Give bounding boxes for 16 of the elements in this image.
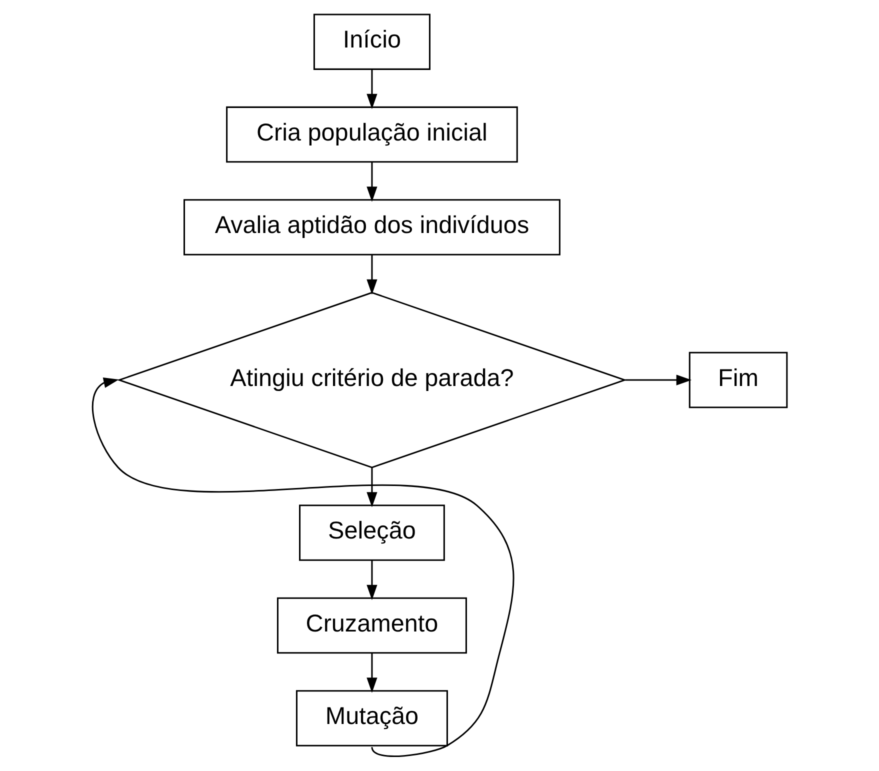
arrow bbox=[366, 69, 378, 110]
arrow bbox=[366, 254, 378, 295]
arrow bbox=[366, 468, 378, 508]
arrow bbox=[366, 652, 378, 693]
node-box: Avalia aptidão dos indivíduos bbox=[184, 199, 560, 256]
node-box: Fim bbox=[688, 352, 788, 408]
arrow bbox=[625, 374, 692, 386]
node-box: Seleção bbox=[299, 504, 445, 561]
arrow bbox=[366, 560, 378, 600]
arrow bbox=[366, 162, 378, 202]
node-box: Mutação bbox=[296, 690, 448, 746]
node-diamond: Atingiu critério de parada? bbox=[116, 292, 627, 468]
arrow bbox=[92, 378, 514, 757]
node-box: Cria população inicial bbox=[226, 106, 518, 163]
node-box: Cruzamento bbox=[276, 597, 467, 654]
node-box: Início bbox=[313, 14, 430, 70]
